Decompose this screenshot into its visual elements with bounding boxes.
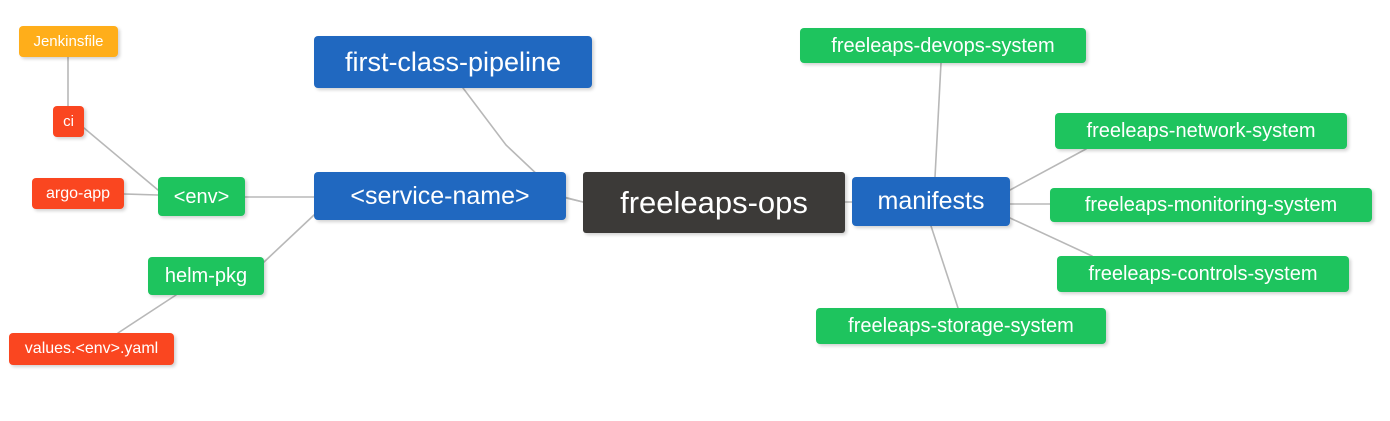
mindmap-node-ci[interactable]: ci xyxy=(53,106,84,137)
mindmap-node-values-env-yaml[interactable]: values.<env>.yaml xyxy=(9,333,174,365)
edge-manifests-to-freeleaps-storage-system xyxy=(930,225,959,309)
node-label: manifests xyxy=(877,187,985,215)
edge-service-name-to-helm-pkg xyxy=(263,214,315,263)
node-label: <service-name> xyxy=(350,181,530,210)
edge-helm-pkg-to-values-env-yaml xyxy=(117,294,177,334)
edge-manifests-to-freeleaps-devops-system xyxy=(934,62,942,178)
mindmap-node-freeleaps-controls-system[interactable]: freeleaps-controls-system xyxy=(1057,256,1349,292)
mindmap-node-freeleaps-network-system[interactable]: freeleaps-network-system xyxy=(1055,113,1347,149)
node-label: freeleaps-storage-system xyxy=(848,315,1074,337)
edge-env-to-argo-app xyxy=(123,193,159,196)
mindmap-node-env[interactable]: <env> xyxy=(158,177,245,216)
mindmap-node-argo-app[interactable]: argo-app xyxy=(32,178,124,209)
mindmap-node-service-name[interactable]: <service-name> xyxy=(314,172,566,220)
mindmap-node-jenkinsfile[interactable]: Jenkinsfile xyxy=(19,26,118,57)
edge-freeleaps-ops-to-service-name xyxy=(565,197,584,203)
node-label: helm-pkg xyxy=(164,265,248,287)
node-label: freeleaps-ops xyxy=(620,185,808,220)
node-label: first-class-pipeline xyxy=(344,46,562,77)
mindmap-node-first-class-pipeline[interactable]: first-class-pipeline xyxy=(314,36,592,88)
node-label: freeleaps-devops-system xyxy=(831,34,1055,57)
node-label: ci xyxy=(63,113,74,130)
edge-manifests-to-freeleaps-network-system xyxy=(1009,148,1087,191)
node-label: freeleaps-monitoring-system xyxy=(1084,194,1338,216)
node-label: Jenkinsfile xyxy=(33,33,104,50)
mindmap-node-freeleaps-storage-system[interactable]: freeleaps-storage-system xyxy=(816,308,1106,344)
mindmap-node-freeleaps-ops[interactable]: freeleaps-ops xyxy=(583,172,845,233)
node-label: freeleaps-controls-system xyxy=(1088,263,1318,285)
node-label: <env> xyxy=(173,185,230,208)
node-label: values.<env>.yaml xyxy=(24,340,159,357)
mindmap-node-freeleaps-devops-system[interactable]: freeleaps-devops-system xyxy=(800,28,1086,63)
mindmap-node-freeleaps-monitoring-system[interactable]: freeleaps-monitoring-system xyxy=(1050,188,1372,222)
node-label: argo-app xyxy=(45,184,111,202)
node-label: freeleaps-network-system xyxy=(1086,120,1316,142)
mindmap-node-helm-pkg[interactable]: helm-pkg xyxy=(148,257,264,295)
edge-manifests-to-freeleaps-controls-system xyxy=(1009,217,1093,257)
mindmap-node-manifests[interactable]: manifests xyxy=(852,177,1010,226)
